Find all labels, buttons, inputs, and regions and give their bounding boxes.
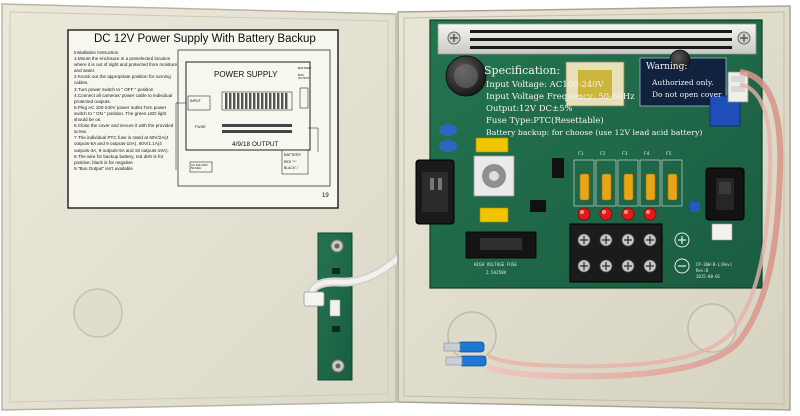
battery-spade-connectors [443, 341, 487, 367]
fuse-position-label: F5 [666, 152, 672, 157]
instruction-step: 9."Bus Output" isn't available [74, 165, 133, 171]
instruction-step: 1.Mount the enclosure in a preselected l… [74, 56, 178, 74]
diagram-battery-label: BATTERY [298, 66, 312, 70]
spec-line: Output:12V DC±5% [486, 104, 573, 114]
instruction-sticker [67, 29, 339, 209]
sticker-title: DC 12V Power Supply With Battery Backup [94, 33, 316, 45]
warning-heading: Warning: [646, 62, 688, 72]
diagram-title: POWER SUPPLY [214, 70, 278, 79]
board-code-line: CP-36W-B-L(Rev) [696, 262, 733, 267]
diagram-battery-block-label: BATTERY [284, 153, 302, 157]
diagram-outputs-label: 4/9/18 OUTPUT [232, 141, 279, 148]
fuse-box-label: HIGH VOLTAGE FUSE [474, 262, 517, 267]
instruction-step: 4.Connect all cameras' power cable to in… [74, 92, 173, 104]
spec-line: Fuse Type:PTC(Resettable) [486, 116, 604, 126]
instruction-step: 3.Turn power switch to " OFF " position [74, 86, 154, 92]
diagram-battery-black: BLACK"-" [284, 166, 299, 170]
instruction-step: 8.The wire for backup battery, red dish … [74, 153, 164, 165]
instruction-step: 2.Knock out the appropriate position for… [74, 74, 171, 86]
spec-heading: Specification: [484, 64, 561, 77]
ptc-fuse-row [579, 173, 678, 201]
spec-line: Battery backup: for choose (use 12V lead… [486, 128, 703, 137]
board-code-line: 2015-08-01 [696, 274, 721, 279]
fuse-rating: 2.5A250V [486, 270, 507, 275]
instruction-step: 6.Close the cover and secure it with the… [74, 123, 174, 135]
instruction-step: 7.The individual PTC fuse is rated at 60… [74, 135, 169, 153]
battery-wire-pair [484, 69, 784, 380]
spec-line: Input Voltage Frequency: 50-60Hz [486, 92, 635, 102]
fuse-position-label: F4 [644, 152, 650, 157]
warning-line: Authorized only. [652, 78, 714, 87]
door-knockout [73, 288, 123, 338]
box-knockout-left [447, 311, 497, 361]
output-terminal-block [569, 223, 663, 283]
spec-line: Input Voltage: AC100-240V [486, 80, 604, 90]
diagram-input-label: INPUT [190, 99, 201, 103]
diagram-fuse-label: FUSE [195, 124, 206, 129]
diagram-battery-red: RED "+" [284, 160, 297, 164]
fuse-position-label: F2 [600, 152, 606, 157]
instructions-heading: Installation Instruction [74, 50, 119, 55]
board-code-line: Rev:B [696, 268, 709, 273]
fuse-position-label: F3 [622, 152, 628, 157]
fuse-position-label: F1 [578, 152, 584, 157]
installation-instructions: Installation Instruction 1.Mount the enc… [74, 50, 178, 172]
diagram-ac-label: AC 100-240V 50-60Hz [191, 163, 208, 171]
diagram-bus-output-label: BUS OUTPUT [298, 73, 310, 80]
sticker-page-number: 19 [322, 193, 329, 199]
instruction-step: 5.Plug AC 100-240V power outlet.Turn pow… [74, 104, 167, 123]
warning-line: Do not open cover [652, 90, 722, 99]
led-indicator-board [317, 232, 353, 381]
